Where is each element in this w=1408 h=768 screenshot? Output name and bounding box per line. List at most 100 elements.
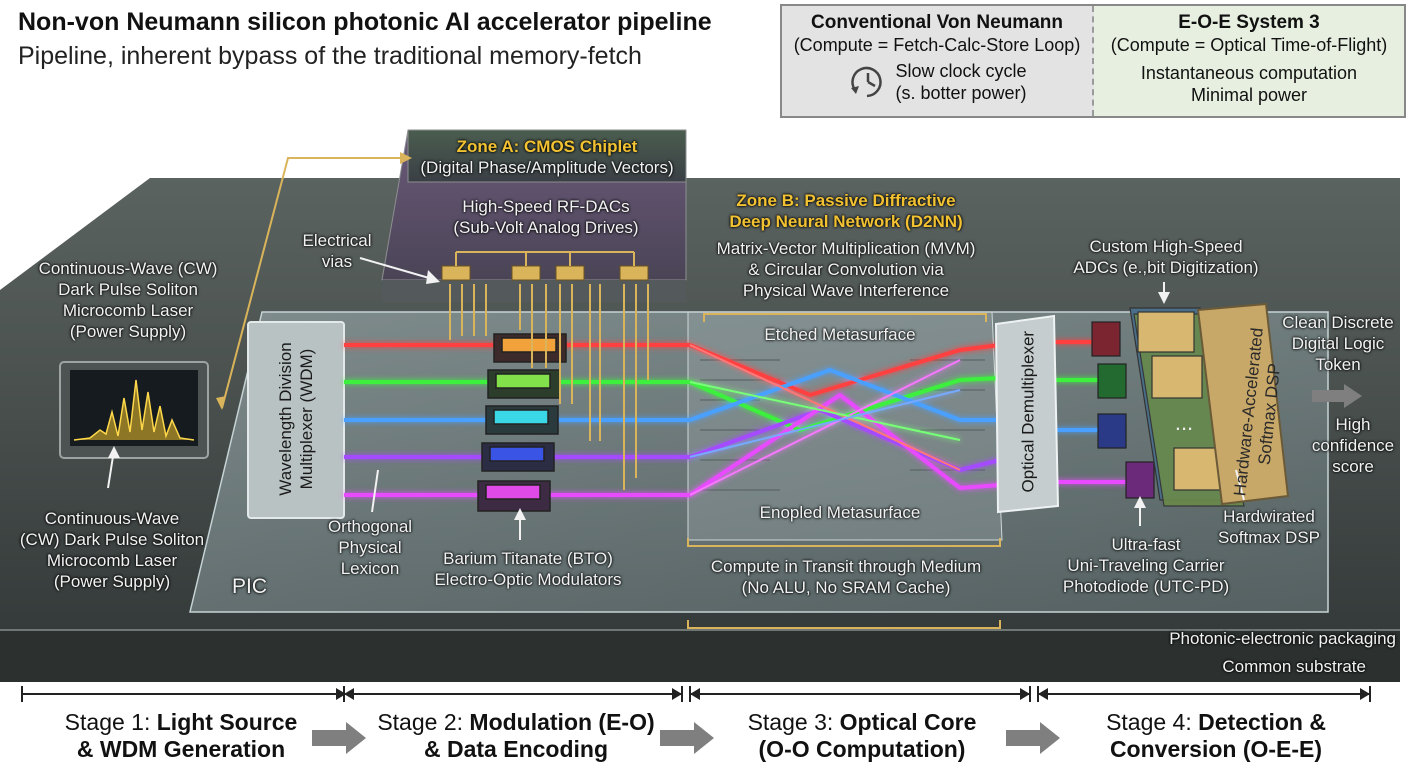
hardwired-1: Hardwirated [1223, 507, 1315, 526]
vias-label-2: vias [321, 252, 353, 271]
output-3: Token [1315, 355, 1361, 374]
vias-label-1: Electrical [302, 231, 372, 250]
score-2: confidence [1311, 436, 1395, 455]
stage-2-prefix: Stage 2: [377, 709, 470, 735]
hardwired-label: Hardwirated Softmax DSP [1196, 506, 1342, 548]
transit-label: Compute in Transit through Medium (No AL… [686, 556, 1006, 598]
utc-pd-label: Ultra-fast Uni-Traveling Carrier Photodi… [1046, 534, 1246, 597]
stage-4-line2: Conversion (O-E-E) [1109, 736, 1323, 762]
wdm-label-2: Multiplexer (WDM) [297, 348, 316, 490]
zone-b-desc-1: Matrix-Vector Multiplication (MVM) [716, 239, 976, 258]
laser-bottom-1: Continuous-Wave [44, 509, 180, 528]
stage-rulers [21, 686, 1371, 702]
laser-bottom-2: (CW) Dark Pulse Soliton [19, 530, 205, 549]
common-substrate-edge [0, 630, 1400, 682]
von-neumann-subheading: (Compute = Fetch-Calc-Store Loop) [793, 35, 1081, 55]
transit-2: (No ALU, No SRAM Cache) [741, 578, 951, 597]
bto-label-1: Barium Titanate (BTO) [443, 549, 613, 568]
rf-dacs-label: High-Speed RF-DACs (Sub-Volt Analog Driv… [408, 196, 684, 238]
rf-dacs [441, 265, 649, 281]
pic-label: PIC [232, 575, 268, 598]
rf-dacs-title: High-Speed RF-DACs [462, 197, 630, 216]
transit-1: Compute in Transit through Medium [710, 557, 982, 576]
dsp-block [1196, 302, 1290, 506]
laser-top-3: Microcomb Laser [62, 301, 194, 320]
stage-4-prefix: Stage 4: [1106, 709, 1199, 735]
laser-bottom-3: Microcomb Laser [46, 551, 178, 570]
eoe-subheading: (Compute = Optical Time-of-Flight) [1110, 35, 1388, 55]
demux-label: Optical Demultiplexer [1018, 330, 1038, 493]
zone-a-subtitle: (Digital Phase/Amplitude Vectors) [420, 158, 674, 177]
eoe-heading: E-O-E System 3 [1178, 12, 1320, 33]
laser-top-2: Dark Pulse Soliton [58, 280, 198, 299]
laser-bottom-4: (Power Supply) [53, 572, 171, 591]
etched-metasurface-label: Etched Metasurface [764, 325, 916, 344]
electrical-vias-label: Electrical vias [292, 230, 382, 272]
clock-icon [851, 66, 883, 98]
zone-b-desc-2: & Circular Convolution via [748, 260, 944, 279]
von-neumann-line2: (s. botter power) [895, 83, 1027, 103]
stage-1-title: Light Source [156, 709, 298, 735]
von-neumann-heading: Conventional Von Neumann [811, 12, 1063, 33]
adc-stack [1129, 307, 1245, 507]
eoe-line2: Minimal power [1190, 85, 1308, 105]
lexicon-2: Physical [338, 538, 402, 557]
stage-2: Stage 2: Modulation (E-O) & Data Encodin… [356, 709, 676, 763]
stage-2-line2: & Data Encoding [423, 736, 608, 762]
lexicon-1: Orthogonal [327, 517, 413, 536]
lexicon-label: Orthogonal Physical Lexicon [310, 516, 430, 579]
eoe-column: E-O-E System 3 (Compute = Optical Time-o… [1094, 6, 1404, 116]
substrate-label: Common substrate [1222, 657, 1366, 676]
laser-label-top: Continuous-Wave (CW) Dark Pulse Soliton … [18, 258, 238, 342]
score-1: High [1335, 415, 1371, 434]
packaging-label: Photonic-electronic packaging [1169, 629, 1396, 648]
stage-3-title: Optical Core [839, 709, 977, 735]
score-3: score [1332, 457, 1374, 476]
stage-4: Stage 4: Detection & Conversion (O-E-E) [1066, 709, 1366, 763]
zone-b-description: Matrix-Vector Multiplication (MVM) & Cir… [686, 238, 1006, 301]
bto-modulators [477, 333, 567, 512]
arrow-right-icon [1312, 384, 1362, 408]
stage-1: Stage 1: Light Source & WDM Generation [36, 709, 326, 763]
wdm-label-1: Wavelength Division [276, 342, 295, 496]
von-neumann-column: Conventional Von Neumann (Compute = Fetc… [782, 6, 1094, 116]
photodiodes [1091, 321, 1155, 499]
laser-top-4: (Power Supply) [69, 322, 187, 341]
adc-label: Custom High-Speed ADCs (e.,bit Digitizat… [1046, 236, 1286, 278]
utc-1: Ultra-fast [1111, 535, 1181, 554]
page-subtitle: Pipeline, inherent bypass of the traditi… [18, 42, 642, 70]
output-1: Clean Discrete [1282, 313, 1394, 332]
stage-3: Stage 3: Optical Core (O-O Computation) [712, 709, 1012, 763]
adc-ellipsis: ... [1174, 410, 1194, 435]
hardwired-2: Softmax DSP [1217, 528, 1321, 547]
stage-3-prefix: Stage 3: [747, 709, 840, 735]
zone-b-title-2: Deep Neural Network (D2NN) [729, 212, 963, 231]
stage-arrows [312, 722, 1060, 754]
demux-block [994, 314, 1060, 514]
electrical-vias [449, 251, 649, 490]
output-label: Clean Discrete Digital Logic Token [1270, 312, 1406, 375]
wdm-label: Wavelength Division Multiplexer (WDM) [275, 321, 317, 517]
stage-3-line2: (O-O Computation) [758, 736, 966, 762]
utc-3: Photodiode (UTC-PD) [1062, 577, 1230, 596]
stage-1-line2: & WDM Generation [76, 736, 286, 762]
adc-1: Custom High-Speed [1089, 237, 1243, 256]
stage-1-prefix: Stage 1: [64, 709, 157, 735]
eoe-line1: Instantaneous computation [1140, 63, 1358, 83]
output-2: Digital Logic [1291, 334, 1385, 353]
control-feedback-line [221, 157, 408, 409]
enopled-metasurface-label: Enopled Metasurface [759, 503, 921, 522]
zone-a-header: Zone A: CMOS Chiplet (Digital Phase/Ampl… [409, 136, 685, 178]
stage-4-title: Detection & [1198, 709, 1326, 735]
rf-dacs-subtitle: (Sub-Volt Analog Drives) [453, 218, 639, 237]
zone-b-desc-3: Physical Wave Interference [742, 281, 950, 300]
adc-2: ADCs (e.,bit Digitization) [1073, 258, 1259, 277]
comparison-panel: Conventional Von Neumann (Compute = Fetc… [780, 4, 1406, 118]
page-title: Non-von Neumann silicon photonic AI acce… [18, 8, 712, 36]
zone-a-title: Zone A: CMOS Chiplet [456, 137, 638, 156]
bto-label-2: Electro-Optic Modulators [434, 570, 622, 589]
zone-b-title-1: Zone B: Passive Diffractive [736, 191, 956, 210]
von-neumann-line1: Slow clock cycle [895, 61, 1027, 81]
zone-b-metasurface [687, 311, 1003, 541]
